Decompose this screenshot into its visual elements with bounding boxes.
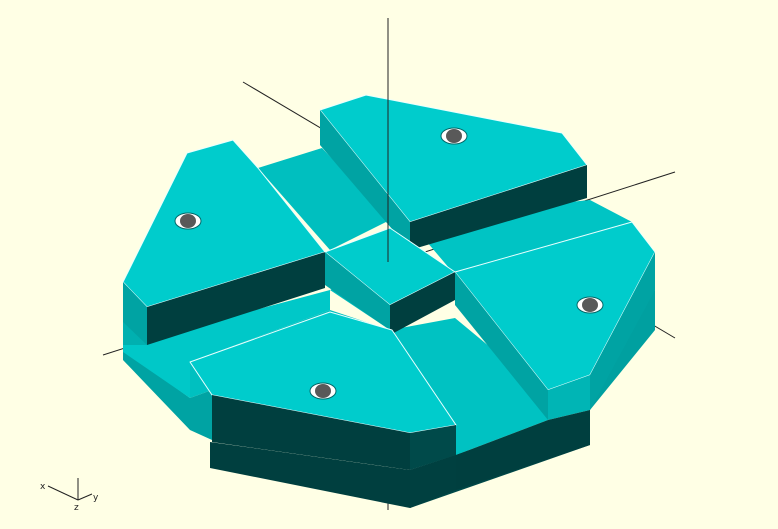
model[interactable]: [122, 94, 656, 508]
hole-icon: [309, 382, 337, 400]
orientation-gizmo: x y z: [40, 478, 99, 513]
center-hub: [324, 227, 456, 335]
block-right: [454, 221, 656, 420]
hole-icon: [440, 127, 468, 145]
block-top-left: [122, 139, 326, 345]
gizmo-x-label: x: [40, 482, 46, 492]
hole-icon: [576, 296, 604, 314]
mounting-holes: [174, 127, 604, 400]
hole-icon: [174, 212, 202, 230]
gizmo-y-label: y: [93, 493, 99, 503]
gizmo-z-label: z: [74, 503, 79, 513]
block-bottom-front: [189, 311, 590, 508]
